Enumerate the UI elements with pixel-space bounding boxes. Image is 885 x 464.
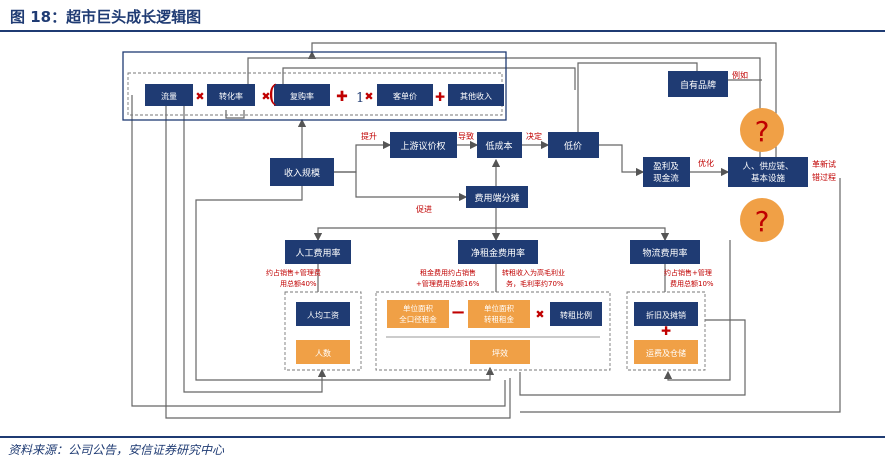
svg-text:单位面积: 单位面积 bbox=[484, 303, 514, 313]
node-other-income: 其他收入 bbox=[448, 84, 504, 106]
svg-text:折旧及摊销: 折旧及摊销 bbox=[646, 310, 686, 320]
svg-text:单位面积: 单位面积 bbox=[403, 303, 433, 313]
note-labor-share-2: 用总额40% bbox=[280, 279, 317, 288]
note-sublease-1: 转租收入为高毛利业 bbox=[502, 268, 565, 277]
node-floor-efficiency: 坪效 bbox=[470, 340, 530, 364]
node-private-label: 自有品牌 bbox=[668, 71, 728, 97]
plus-icon: ✚ bbox=[336, 89, 348, 105]
open-paren: ( bbox=[268, 80, 277, 108]
top-rule bbox=[0, 30, 885, 32]
svg-text:其他收入: 其他收入 bbox=[460, 91, 492, 101]
svg-text:自有品牌: 自有品牌 bbox=[680, 79, 716, 91]
svg-text:基本设施: 基本设施 bbox=[751, 173, 786, 184]
node-profit-cashflow: 盈利及 现金流 bbox=[643, 157, 690, 187]
svg-text:净租金费用率: 净租金费用率 bbox=[471, 247, 525, 259]
svg-text:现金流: 现金流 bbox=[653, 173, 679, 184]
node-low-cost: 低成本 bbox=[477, 132, 522, 158]
source-note: 资料来源：公司公告，安信证券研究中心 bbox=[8, 443, 225, 457]
note-sublease-2: 务，毛利率约70% bbox=[506, 279, 564, 288]
figure-title: 图 18：超市巨头成长逻辑图 bbox=[10, 8, 202, 26]
revenue-drivers-frame bbox=[122, 51, 507, 121]
node-freight-storage: 运费及仓储 bbox=[634, 340, 698, 364]
minus-icon: − bbox=[450, 302, 465, 323]
svg-text:全口径租金: 全口径租金 bbox=[399, 314, 437, 324]
question-circle-top: ? bbox=[740, 108, 784, 152]
svg-text:客单价: 客单价 bbox=[393, 91, 417, 101]
label-decide: 决定 bbox=[526, 131, 542, 141]
svg-text:坪效: 坪效 bbox=[492, 348, 508, 358]
svg-text:费用端分摊: 费用端分摊 bbox=[474, 192, 519, 204]
multiply-icon: ✖ bbox=[364, 90, 373, 103]
rent-group-frame bbox=[375, 291, 611, 371]
multiply-icon: ✖ bbox=[261, 90, 270, 103]
svg-text:?: ? bbox=[755, 205, 770, 238]
svg-text:运费及仓储: 运费及仓储 bbox=[646, 348, 686, 358]
svg-text:?: ? bbox=[755, 115, 770, 148]
label-raise: 提升 bbox=[361, 131, 377, 141]
label-reform-2: 错过程 bbox=[812, 172, 836, 182]
node-low-price: 低价 bbox=[548, 132, 599, 158]
multiply-icon: ✖ bbox=[195, 90, 204, 103]
bottom-rule bbox=[0, 436, 885, 438]
node-rent-rate: 净租金费用率 bbox=[458, 240, 538, 264]
plus-one: 1 bbox=[356, 91, 364, 106]
labor-group-frame bbox=[284, 291, 362, 371]
svg-text:转租租金: 转租租金 bbox=[484, 314, 514, 324]
svg-text:低价: 低价 bbox=[564, 140, 582, 152]
plus-icon: ✚ bbox=[661, 324, 671, 338]
node-depreciation: 折旧及摊销 bbox=[634, 302, 698, 326]
multiply-icon: ✖ bbox=[535, 308, 544, 321]
svg-text:转租比例: 转租比例 bbox=[560, 310, 592, 320]
node-logistics-rate: 物流费用率 bbox=[630, 240, 700, 264]
svg-text:复购率: 复购率 bbox=[290, 91, 314, 101]
label-example: 例如 bbox=[732, 70, 748, 80]
plus-icon: ✚ bbox=[435, 90, 445, 104]
svg-text:物流费用率: 物流费用率 bbox=[642, 247, 687, 259]
svg-text:收入规模: 收入规模 bbox=[284, 167, 320, 179]
note-logistics-share-2: 费用总额10% bbox=[670, 279, 714, 288]
svg-text:流量: 流量 bbox=[161, 91, 177, 101]
svg-text:低成本: 低成本 bbox=[485, 140, 512, 152]
label-reform-1: 革新试 bbox=[812, 159, 836, 169]
node-unit-area-sublease: 单位面积 转租租金 bbox=[468, 300, 530, 328]
svg-text:人工费用率: 人工费用率 bbox=[295, 247, 340, 259]
node-sublease-ratio: 转租比例 bbox=[550, 302, 602, 326]
node-expense-amortization: 费用端分摊 bbox=[466, 186, 528, 208]
node-conversion: 转化率 bbox=[207, 84, 255, 106]
node-people-supply-chain: 人、供应链、 基本设施 bbox=[728, 157, 808, 187]
label-optimize: 优化 bbox=[698, 158, 714, 168]
node-labor-rate: 人工费用率 bbox=[285, 240, 351, 264]
node-aov: 客单价 bbox=[377, 84, 433, 106]
note-labor-share-1: 约占销售+管理费 bbox=[266, 268, 321, 277]
node-revenue-scale: 收入规模 bbox=[270, 158, 334, 186]
node-repurchase: 复购率 bbox=[274, 84, 330, 106]
node-headcount: 人数 bbox=[296, 340, 350, 364]
svg-text:人、供应链、: 人、供应链、 bbox=[742, 161, 793, 172]
label-lead-to: 导致 bbox=[458, 131, 474, 141]
node-upstream-bargain: 上游议价权 bbox=[390, 132, 457, 158]
note-rent-share-2: +管理费用总额16% bbox=[416, 279, 480, 288]
node-unit-area-rent-total: 单位面积 全口径租金 bbox=[387, 300, 449, 328]
svg-text:盈利及: 盈利及 bbox=[653, 161, 679, 172]
svg-text:转化率: 转化率 bbox=[219, 91, 243, 101]
svg-text:上游议价权: 上游议价权 bbox=[400, 140, 445, 152]
logistics-group-frame bbox=[626, 291, 706, 371]
node-per-capita-wage: 人均工资 bbox=[296, 302, 350, 326]
connectors bbox=[131, 42, 841, 419]
node-traffic: 流量 bbox=[145, 84, 193, 106]
svg-text:人均工资: 人均工资 bbox=[307, 310, 339, 320]
note-logistics-share-1: 约占销售+管理 bbox=[664, 268, 712, 277]
note-rent-share-1: 租金费用约占销售 bbox=[420, 268, 476, 277]
svg-text:人数: 人数 bbox=[315, 348, 331, 358]
question-circle-bottom: ? bbox=[740, 198, 784, 242]
label-promote: 促进 bbox=[416, 204, 432, 214]
